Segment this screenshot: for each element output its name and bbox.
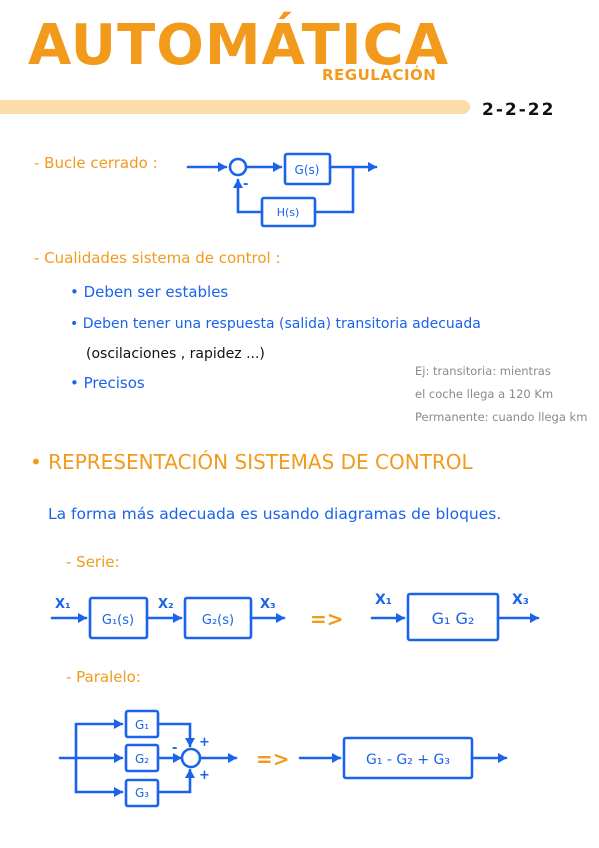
par-sign-top: + xyxy=(199,735,210,750)
par-branch-1-out xyxy=(156,722,195,748)
par-sign-mid: - xyxy=(172,741,177,756)
series-result-x3: X₃ xyxy=(512,592,529,608)
quality-item: • Deben ser estables xyxy=(70,283,229,301)
par-summing-junction xyxy=(180,747,202,769)
page-title: AUTOMÁTICA xyxy=(28,13,450,78)
closed-loop-label: - Bucle cerrado : xyxy=(34,154,158,172)
example-note-line: el coche llega a 120 Km xyxy=(415,387,554,401)
cl-minus-sign: - xyxy=(243,177,248,192)
cl-forward-label: G(s) xyxy=(295,163,320,177)
quality-item-note: (oscilaciones , rapidez ...) xyxy=(86,346,265,362)
page-date: 2-2-22 xyxy=(482,100,556,120)
series-x3: X₃ xyxy=(260,597,276,612)
series-block-2-label: G₂(s) xyxy=(202,613,234,628)
quality-item: • Precisos xyxy=(70,374,145,392)
representation-intro: La forma más adecuada es usando diagrama… xyxy=(48,505,502,523)
series-result-x1: X₁ xyxy=(375,592,392,608)
series-x2: X₂ xyxy=(158,597,174,612)
qualities-heading: - Cualidades sistema de control : xyxy=(34,249,281,267)
par-result-label: G₁ - G₂ + G₃ xyxy=(366,752,450,768)
page-subtitle: REGULACIÓN xyxy=(322,66,437,84)
par-block-3-label: G₃ xyxy=(135,786,149,800)
representation-heading: • REPRESENTACIÓN SISTEMAS DE CONTROL xyxy=(30,450,473,474)
cl-feedback-line xyxy=(313,165,355,214)
parallel-diagram xyxy=(58,709,508,808)
cl-feedback-label: H(s) xyxy=(277,206,300,219)
quality-item: • Deben tener una respuesta (salida) tra… xyxy=(70,316,481,332)
series-diagram xyxy=(50,592,540,642)
par-sign-bot: + xyxy=(199,768,210,783)
par-equivalence-arrow: => xyxy=(256,747,290,771)
series-x1: X₁ xyxy=(55,597,71,612)
series-label: - Serie: xyxy=(66,553,120,571)
series-equivalence-arrow: => xyxy=(310,607,344,631)
par-block-1-label: G₁ xyxy=(135,718,149,732)
example-note-line: Ej: transitoria: mientras xyxy=(415,364,551,378)
par-branch-3-out xyxy=(156,768,195,794)
parallel-label: - Paralelo: xyxy=(66,668,141,686)
cl-summing-junction xyxy=(228,157,248,177)
cl-forward-block xyxy=(283,152,332,186)
closed-loop-diagram xyxy=(186,152,378,228)
par-block-2-label: G₂ xyxy=(135,752,149,766)
series-block-1-label: G₁(s) xyxy=(102,613,134,628)
example-note-line: Permanente: cuando llega km xyxy=(415,410,588,424)
cl-feedback-return xyxy=(233,178,264,214)
title-highlight-bar xyxy=(0,100,470,114)
series-result-label: G₁ G₂ xyxy=(432,609,475,628)
